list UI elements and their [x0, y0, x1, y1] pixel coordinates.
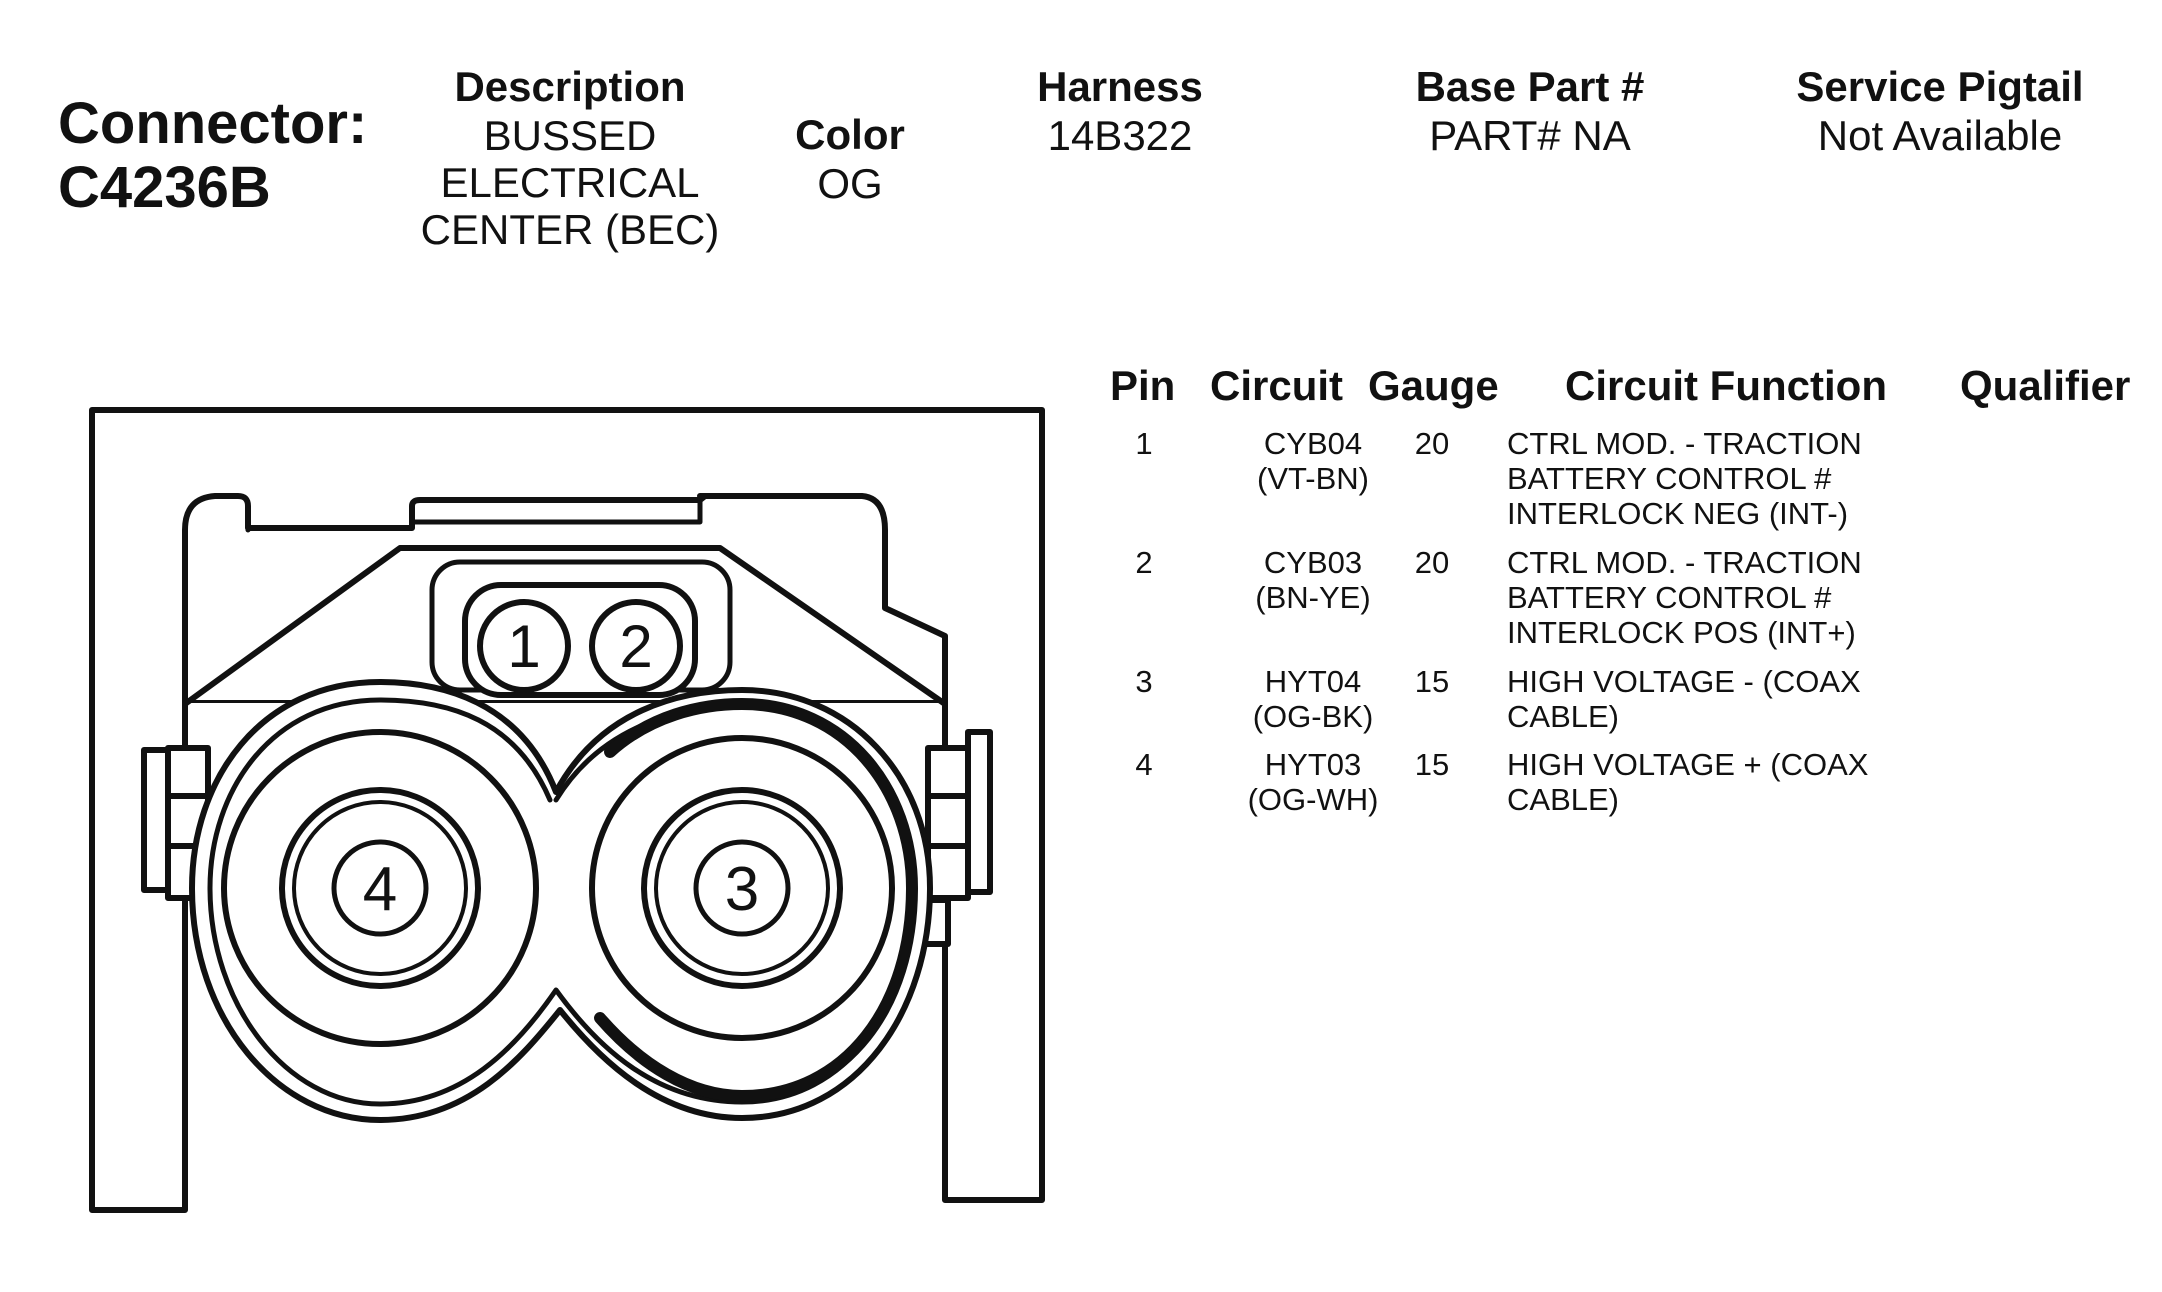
function-cell: CTRL MOD. - TRACTION BATTERY CONTROL # I… — [1507, 426, 1862, 531]
pin-4-label: 4 — [363, 855, 397, 924]
circuit-color: (BN-YE) — [1255, 580, 1371, 615]
function-line: CABLE) — [1507, 782, 1619, 817]
base-part-label: Base Part # — [1415, 63, 1645, 110]
body-chamfer-inner — [245, 497, 703, 533]
function-cell: HIGH VOLTAGE - (COAX CABLE) — [1507, 664, 1861, 734]
function-line: CTRL MOD. - TRACTION — [1507, 426, 1862, 461]
gauge-header: Gauge — [1368, 362, 1499, 409]
pin-1-label: 1 — [507, 613, 540, 680]
harness-column: Harness 14B322 — [1000, 62, 1240, 159]
function-cell: CTRL MOD. - TRACTION BATTERY CONTROL # I… — [1507, 545, 1862, 650]
pin-1-circle — [477, 599, 571, 693]
pin-cell: 3 — [1135, 664, 1153, 699]
function-line: BATTERY CONTROL # — [1507, 461, 1832, 496]
qualifier-header: Qualifier — [1960, 362, 2131, 409]
pin-2-circle — [589, 599, 683, 693]
function-line: BATTERY CONTROL # — [1507, 580, 1832, 615]
function-line: HIGH VOLTAGE - (COAX — [1507, 664, 1861, 699]
circuit-cell: CYB03 (BN-YE) — [1223, 545, 1403, 615]
connector-label: Connector: — [58, 91, 368, 156]
pin-3-label: 3 — [725, 855, 759, 924]
description-column: Description BUSSED ELECTRICAL CENTER (BE… — [400, 62, 740, 253]
description-line-3: CENTER (BEC) — [420, 206, 720, 253]
pin-3-cavity — [589, 735, 895, 1041]
pin-cell: 2 — [1135, 545, 1153, 580]
color-column: Color OG — [760, 110, 940, 207]
circuit-code: HYT04 — [1264, 664, 1362, 699]
color-value: OG — [817, 160, 883, 207]
pin-4-cavity — [221, 729, 539, 1047]
circuit-cell: HYT03 (OG-WH) — [1223, 747, 1403, 817]
service-pigtail-column: Service Pigtail Not Available — [1740, 62, 2140, 159]
circuit-header: Circuit — [1210, 362, 1344, 409]
color-label: Color — [795, 111, 905, 158]
base-part-value: PART# NA — [1429, 112, 1631, 159]
circuit-cell: CYB04 (VT-BN) — [1223, 426, 1403, 496]
harness-value: 14B322 — [1047, 112, 1193, 159]
service-pigtail-label: Service Pigtail — [1796, 63, 2084, 110]
function-line: INTERLOCK POS (INT+) — [1507, 615, 1856, 650]
circuit-color: (OG-WH) — [1247, 782, 1379, 817]
circuit-code: CYB04 — [1263, 426, 1363, 461]
connector-id: C4236B — [58, 155, 271, 220]
connector-title: Connector: C4236B — [58, 92, 367, 220]
function-line: HIGH VOLTAGE + (COAX — [1507, 747, 1869, 782]
body-chamfer — [182, 545, 948, 707]
gauge-cell: 15 — [1414, 664, 1450, 699]
function-cell: HIGH VOLTAGE + (COAX CABLE) — [1507, 747, 1868, 817]
circuit-color: (VT-BN) — [1257, 461, 1369, 496]
gauge-cell: 20 — [1414, 545, 1450, 580]
description-line-1: BUSSED — [483, 112, 657, 159]
circuit-code: CYB03 — [1263, 545, 1363, 580]
harness-label: Harness — [1037, 63, 1203, 110]
function-line: CTRL MOD. - TRACTION — [1507, 545, 1862, 580]
function-line: INTERLOCK NEG (INT-) — [1507, 496, 1849, 531]
circuit-color: (OG-BK) — [1252, 699, 1374, 734]
pin-2-label: 2 — [619, 613, 652, 680]
pin-cell: 4 — [1135, 747, 1153, 782]
gauge-cell: 15 — [1414, 747, 1450, 782]
hv-shroud-thick-right — [594, 698, 918, 1102]
circuit-cell: HYT04 (OG-BK) — [1223, 664, 1403, 734]
function-line: CABLE) — [1507, 699, 1619, 734]
description-line-2: ELECTRICAL — [440, 159, 700, 206]
service-pigtail-value: Not Available — [1817, 112, 2063, 159]
circuit-code: HYT03 — [1264, 747, 1362, 782]
base-part-column: Base Part # PART# NA — [1360, 62, 1700, 159]
gauge-cell: 20 — [1414, 426, 1450, 461]
circuit-function-header: Circuit Function — [1565, 362, 1887, 409]
pin-cell: 1 — [1135, 426, 1153, 461]
pin-header: Pin — [1110, 362, 1176, 409]
description-label: Description — [454, 63, 686, 110]
